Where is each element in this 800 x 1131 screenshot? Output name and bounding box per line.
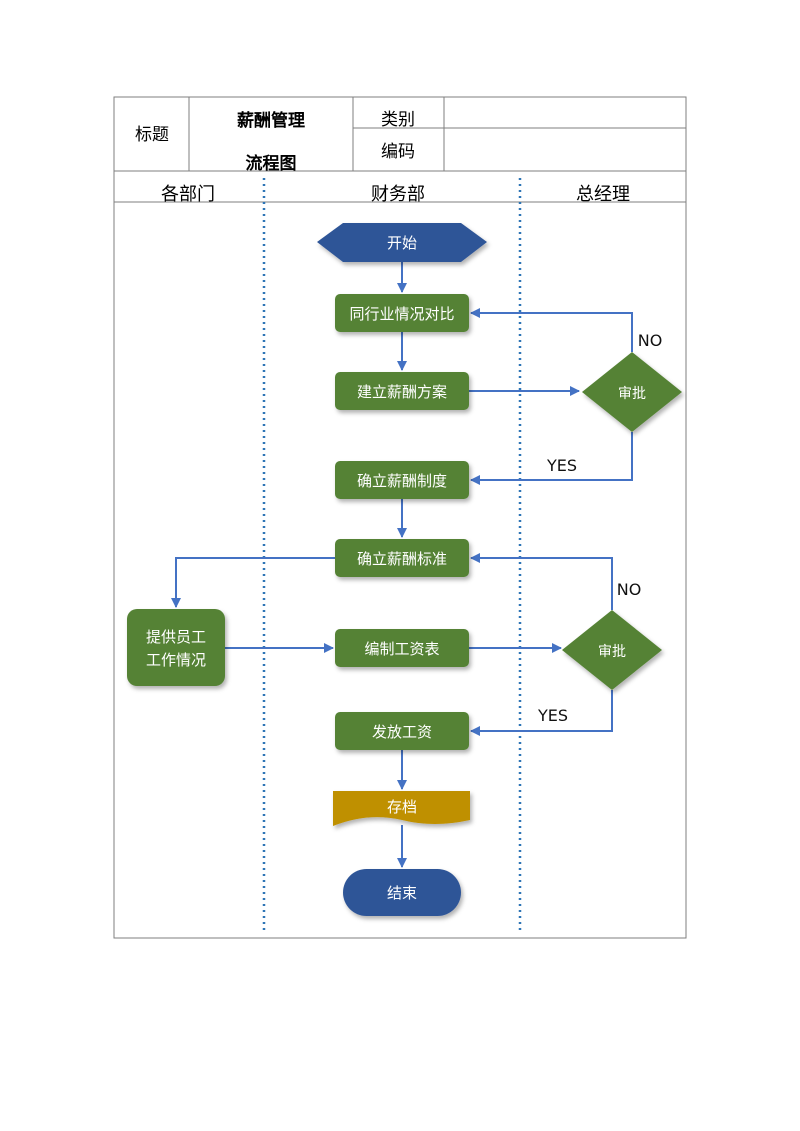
provide-shape <box>127 609 225 686</box>
end-shape <box>343 869 461 916</box>
node-end: 结束 <box>343 869 461 916</box>
approve2-label: 审批 <box>598 644 626 660</box>
lane-header-finance: 财务部 <box>371 184 425 205</box>
compare-label: 同行业情况对比 <box>349 305 454 323</box>
node-payroll: 编制工资表 <box>335 629 469 667</box>
node-pay: 发放工资 <box>335 712 469 750</box>
edge-approve1-no <box>470 308 633 352</box>
node-standard: 确立薪酬标准 <box>335 539 469 577</box>
standard-shape <box>335 539 469 577</box>
edge-approve2-no <box>470 553 613 610</box>
node-approve-1: 审批 <box>582 352 682 432</box>
pay-label: 发放工资 <box>372 723 432 741</box>
approve1-label: 审批 <box>618 386 646 402</box>
swimlane-headers: 各部门 财务部 总经理 <box>161 184 630 205</box>
node-plan: 建立薪酬方案 <box>335 372 469 410</box>
title-value-line2: 流程图 <box>246 153 297 174</box>
lane-header-general-manager: 总经理 <box>576 184 630 205</box>
edge-label-no-1: NO <box>638 331 663 350</box>
edge-label-no-2: NO <box>617 580 642 599</box>
payroll-shape <box>335 629 469 667</box>
node-archive: 存档 <box>333 791 470 826</box>
edge-label-yes-2: YES <box>537 706 568 725</box>
approve1-shape <box>582 352 682 432</box>
node-compare: 同行业情况对比 <box>335 294 469 332</box>
archive-shape <box>333 791 470 826</box>
start-shape <box>317 223 487 262</box>
title-value-line1: 薪酬管理 <box>237 110 305 131</box>
edge-approve1-yes <box>470 432 633 485</box>
plan-label: 建立薪酬方案 <box>357 383 447 401</box>
compare-shape <box>335 294 469 332</box>
code-label: 编码 <box>381 142 415 162</box>
pay-shape <box>335 712 469 750</box>
connectors <box>171 262 633 868</box>
approve2-shape <box>562 610 662 690</box>
title-label: 标题 <box>135 125 169 145</box>
edge-label-yes-1: YES <box>546 456 577 475</box>
system-label: 确立薪酬制度 <box>357 472 447 490</box>
provide-label-line2: 工作情况 <box>146 651 206 669</box>
page-frame <box>113 96 687 939</box>
category-label: 类别 <box>381 110 415 130</box>
edge-approve2-yes <box>470 690 613 736</box>
archive-label: 存档 <box>387 798 417 816</box>
payroll-label: 编制工资表 <box>364 640 439 658</box>
lane-header-departments: 各部门 <box>161 184 215 205</box>
node-system: 确立薪酬制度 <box>335 461 469 499</box>
node-provide: 提供员工 工作情况 <box>127 609 225 686</box>
provide-label-line1: 提供员工 <box>146 628 206 646</box>
start-label: 开始 <box>387 234 417 252</box>
end-label: 结束 <box>387 884 417 902</box>
edge-standard-provide <box>171 557 335 608</box>
standard-label: 确立薪酬标准 <box>357 550 447 568</box>
node-start: 开始 <box>317 223 487 262</box>
header-table: 标题 薪酬管理 流程图 类别 编码 <box>113 96 687 939</box>
node-approve-2: 审批 <box>562 610 662 690</box>
plan-shape <box>335 372 469 410</box>
system-shape <box>335 461 469 499</box>
